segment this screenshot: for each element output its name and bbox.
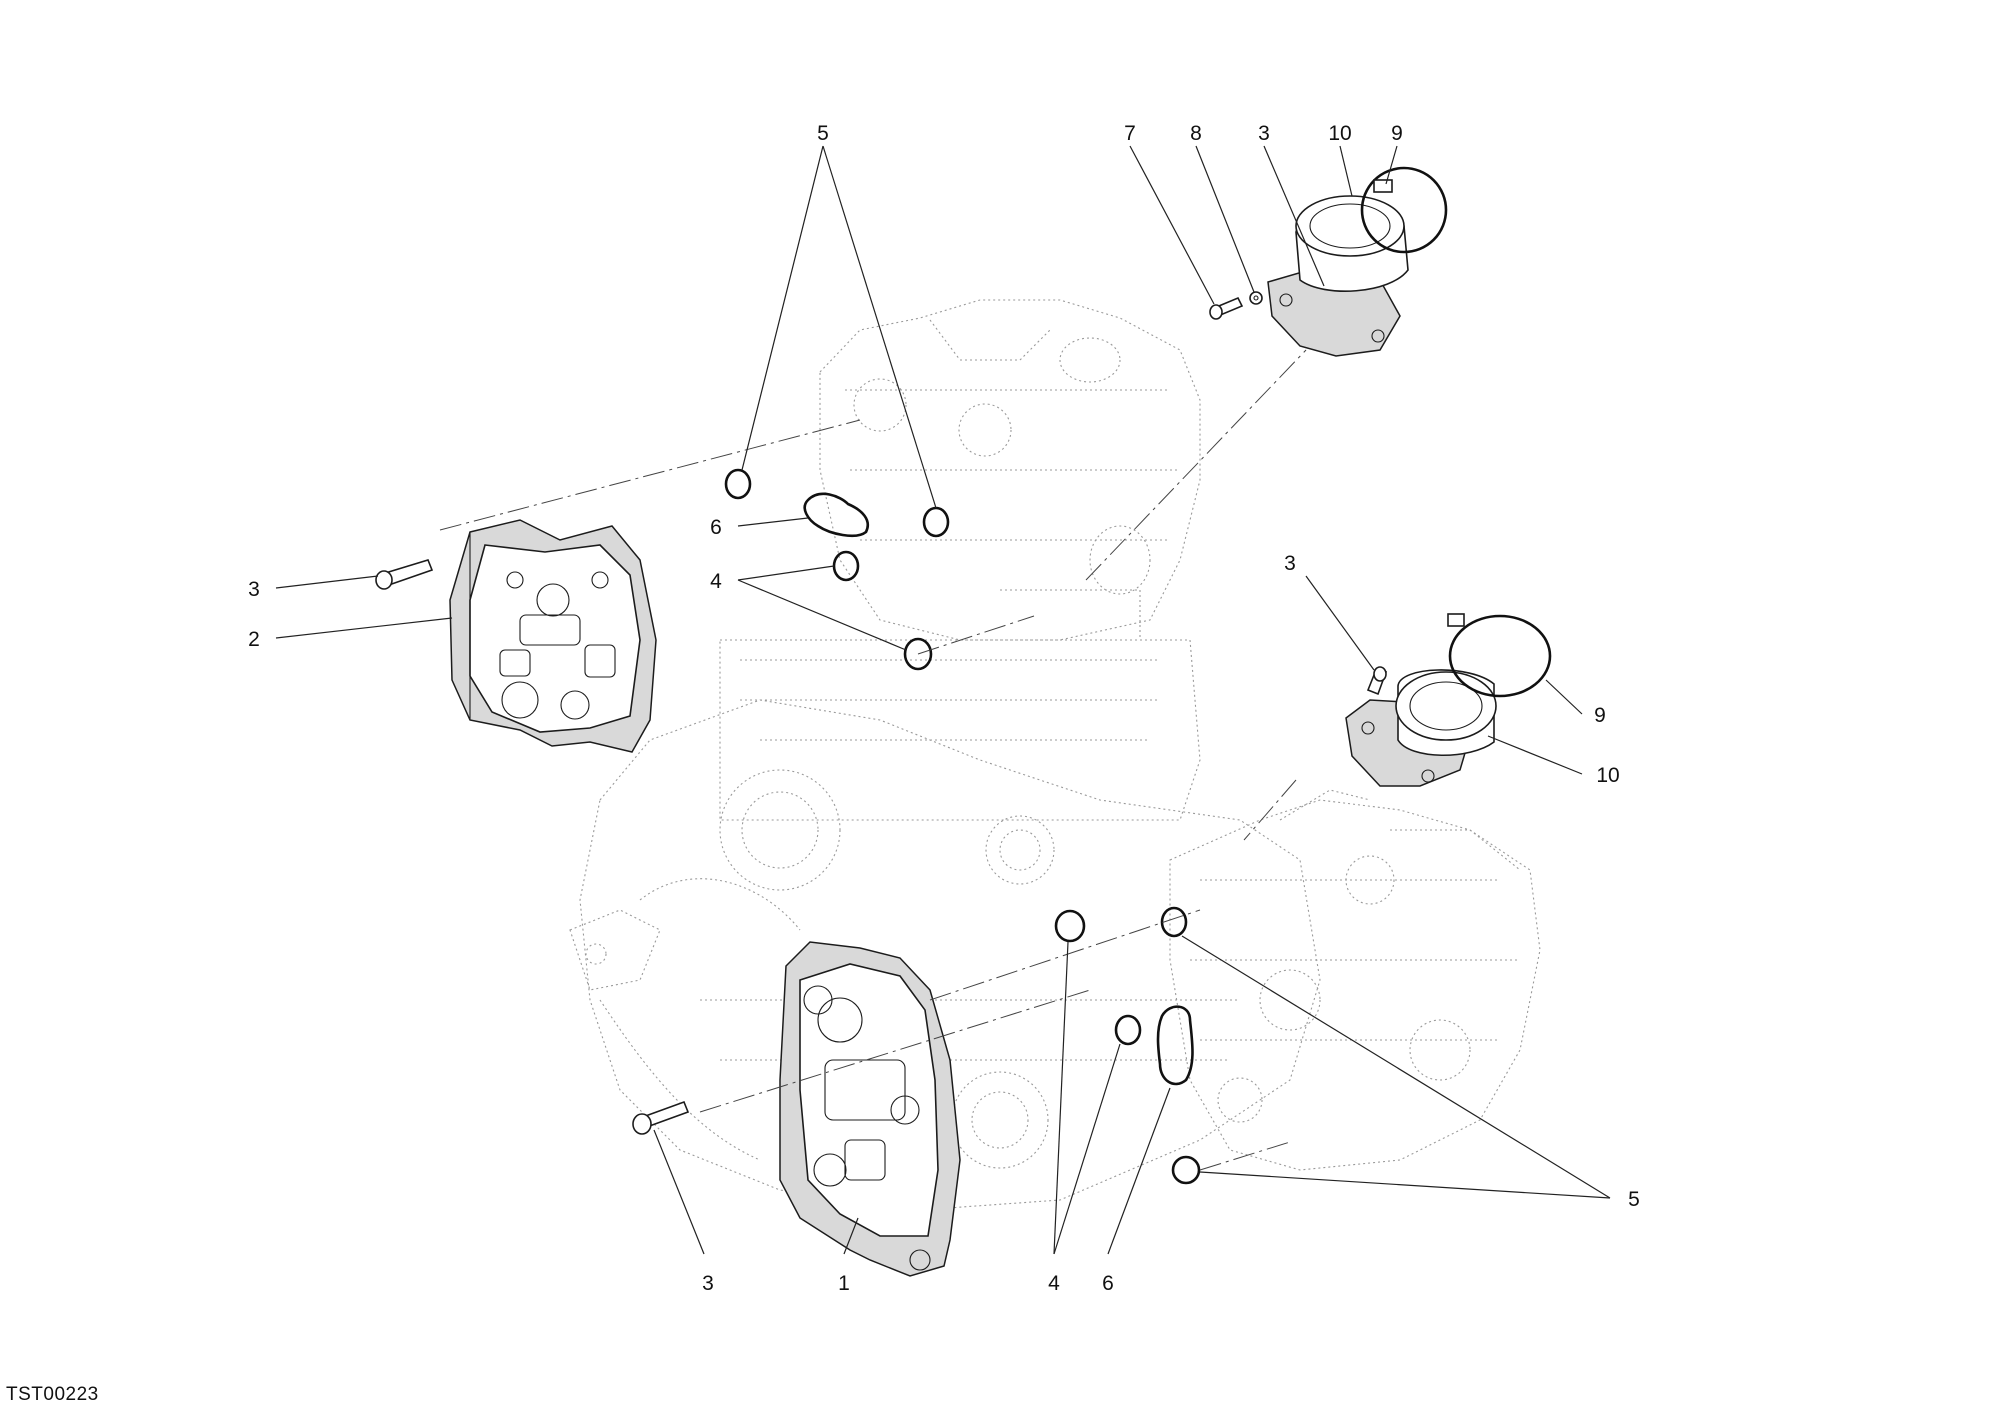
leader-lines (275, 145, 1611, 1255)
callout-3-left: 3 (248, 578, 260, 601)
callout-labels: 5 7 8 3 10 9 6 4 3 2 3 9 10 5 3 1 4 6 (248, 122, 1640, 1295)
washer-8 (1249, 291, 1263, 305)
callout-2: 2 (248, 628, 260, 651)
callout-4-bottom: 4 (1048, 1272, 1060, 1295)
o-ring-5-bottom-b (1171, 1155, 1201, 1185)
drawing-code: TST00223 (6, 1384, 99, 1405)
callout-5-right: 5 (1628, 1188, 1640, 1211)
callout-4-left: 4 (710, 570, 722, 593)
callout-9-top: 9 (1391, 122, 1403, 145)
gasket-6-top (803, 492, 869, 538)
o-ring-5-top-b (922, 506, 950, 538)
intake-manifold-upper (1267, 166, 1448, 357)
callout-8: 8 (1190, 122, 1202, 145)
callout-6-left: 6 (710, 516, 722, 539)
callout-1: 1 (838, 1272, 850, 1295)
o-ring-5-top-a (724, 468, 752, 500)
o-ring-4-top-b (903, 637, 933, 671)
callout-10-right: 10 (1596, 764, 1619, 787)
o-ring-4-bottom-a (1054, 909, 1086, 943)
callout-10-top: 10 (1328, 122, 1351, 145)
callout-7: 7 (1124, 122, 1136, 145)
belt-cover-rear (449, 519, 657, 753)
screw-7 (1209, 296, 1244, 320)
assembly-axes (439, 349, 1307, 1171)
belt-cover-front (779, 941, 961, 1277)
callout-5-top: 5 (817, 122, 829, 145)
gasket-6-bottom (1156, 1005, 1194, 1086)
callout-9-right: 9 (1594, 704, 1606, 727)
engine-ghost-outline (569, 299, 1541, 1211)
callout-6-bottom: 6 (1102, 1272, 1114, 1295)
o-ring-4-top-a (832, 550, 860, 582)
screw-bottom (632, 1100, 690, 1135)
o-ring-4-bottom-b (1114, 1014, 1142, 1046)
screw-right (1366, 666, 1388, 696)
callout-3-bottom: 3 (702, 1272, 714, 1295)
intake-manifold-lower (1345, 613, 1552, 787)
o-ring-5-bottom-a (1160, 906, 1188, 938)
callout-3-top: 3 (1258, 122, 1270, 145)
callout-3-right: 3 (1284, 552, 1296, 575)
screw-left (375, 559, 434, 590)
